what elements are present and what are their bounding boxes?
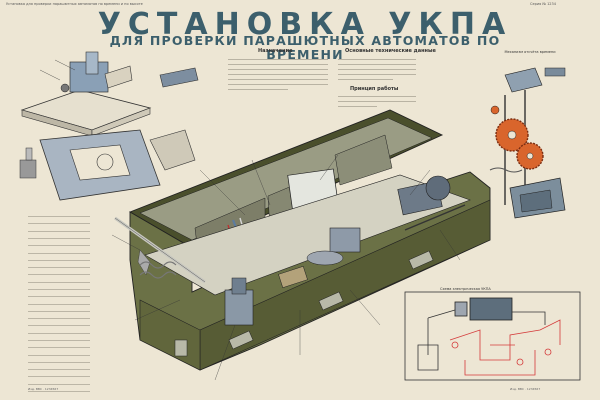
gear-callout-label: Механизм отсчёта времени: [504, 50, 556, 54]
legend-row: [28, 270, 90, 276]
legend-row: [28, 387, 90, 392]
section-header-principle: Принцип работы: [350, 86, 399, 92]
series-code: Серия № 1234: [530, 2, 556, 6]
legend-row: [28, 299, 90, 305]
legend-row: [28, 329, 90, 334]
legend-row: [28, 336, 90, 341]
bottom-left-imprint: Изд. ВВС · 1234567: [28, 387, 59, 391]
bottom-right-imprint: Изд. ВВС · 1234567: [510, 387, 541, 391]
parts-legend: [28, 212, 98, 392]
legend-row: [28, 241, 90, 247]
legend-row: [28, 278, 90, 283]
callout-lines: [111, 154, 461, 381]
legend-row: [28, 227, 90, 232]
legend-row: [28, 219, 90, 225]
legend-row: [28, 343, 90, 349]
legend-row: [28, 285, 90, 290]
legend-row: [28, 234, 90, 240]
legend-row: [28, 307, 90, 312]
top-caption: Установка для проверки парашютных автома…: [6, 2, 143, 6]
fixture-drawing: [20, 51, 199, 137]
legend-row: [28, 350, 90, 356]
legend-row: [28, 314, 90, 320]
legend-row: [28, 365, 90, 371]
purpose-text-block: [228, 56, 328, 92]
poster-title: УСТАНОВКА УКПА: [97, 7, 513, 42]
legend-row: [28, 379, 90, 385]
gear-mechanism: [489, 67, 566, 219]
plate-drawing: [19, 129, 196, 201]
legend-row: [28, 248, 90, 254]
specs-text-block: [338, 56, 416, 86]
poster-subtitle: ДЛЯ ПРОВЕРКИ ПАРАШЮТНЫХ АВТОМАТОВ ПО ВРЕ…: [109, 33, 501, 62]
legend-row: [28, 263, 90, 269]
circuit-schematic: [404, 291, 581, 381]
legend-row: [28, 372, 90, 378]
legend-row: [28, 321, 90, 327]
legend-row: [28, 212, 90, 218]
section-header-specs: Основные технические данные: [345, 48, 436, 54]
legend-row: [28, 292, 90, 298]
ukpa-case: [114, 109, 491, 371]
section-header-purpose: Назначение: [258, 48, 293, 54]
legend-row: [28, 256, 90, 261]
principle-text-block: [338, 93, 416, 113]
legend-row: [28, 358, 90, 363]
circuit-caption: Схема электрическая УКПА: [440, 287, 491, 291]
